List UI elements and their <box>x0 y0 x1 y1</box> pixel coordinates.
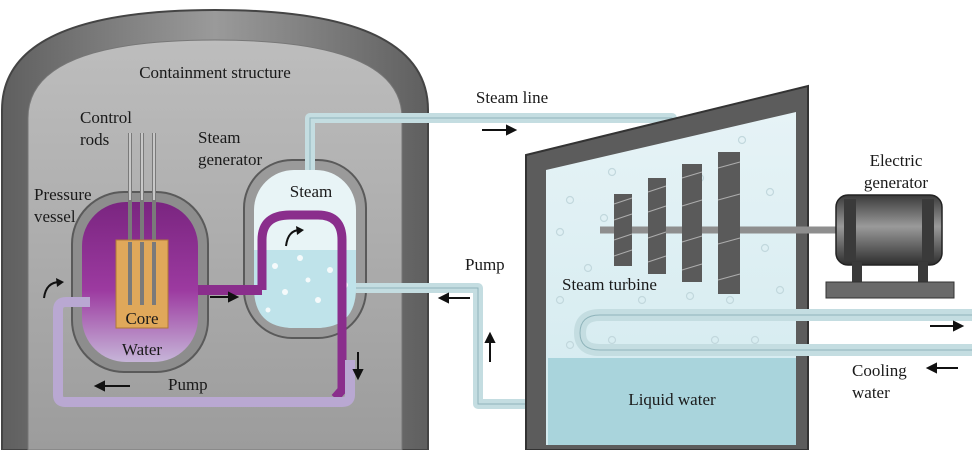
label-containment-structure: Containment structure <box>139 63 291 82</box>
label-pressure-vessel-line2: vessel <box>34 207 76 226</box>
reactor-core <box>115 239 169 329</box>
arrow-to-generator <box>210 291 240 303</box>
label-steam-generator-line1: Steam <box>198 128 241 147</box>
steam-turbine <box>600 152 842 294</box>
label-electric-generator-line1: Electric <box>870 151 923 170</box>
label-water: Water <box>122 340 162 359</box>
arrow-cooling-in <box>925 362 958 374</box>
label-control-rods-line2: rods <box>80 130 109 149</box>
label-pump-feedwater: Pump <box>465 255 505 274</box>
label-steam-generator-line2: generator <box>198 150 263 169</box>
label-steam-turbine: Steam turbine <box>562 275 657 294</box>
steam-generator <box>243 159 367 339</box>
label-steam-line: Steam line <box>476 88 548 107</box>
label-control-rods-line1: Control <box>80 108 132 127</box>
label-electric-generator-line2: generator <box>864 173 929 192</box>
electric-generator <box>825 194 955 299</box>
arrow-feedwater-up <box>484 331 496 362</box>
arrow-down-generator <box>352 352 364 381</box>
primary-loop-pipe <box>53 210 355 407</box>
label-pump-primary: Pump <box>168 375 208 394</box>
flow-arrows <box>93 124 965 392</box>
label-cooling-water-line1: Cooling <box>852 361 907 380</box>
curved-arrows <box>43 226 304 299</box>
feedwater-pipe <box>356 283 558 409</box>
arrow-cooling-out <box>930 320 965 332</box>
cooling-water-coil <box>573 309 972 356</box>
label-cooling-water-line2: water <box>852 383 890 402</box>
label-steam: Steam <box>290 182 333 201</box>
label-core: Core <box>125 309 158 328</box>
arrow-pump-left <box>93 380 130 392</box>
label-liquid-water: Liquid water <box>628 390 716 409</box>
label-pressure-vessel-line1: Pressure <box>34 185 92 204</box>
arrow-feedwater-left <box>437 292 470 304</box>
arrow-steam-line <box>482 124 518 136</box>
